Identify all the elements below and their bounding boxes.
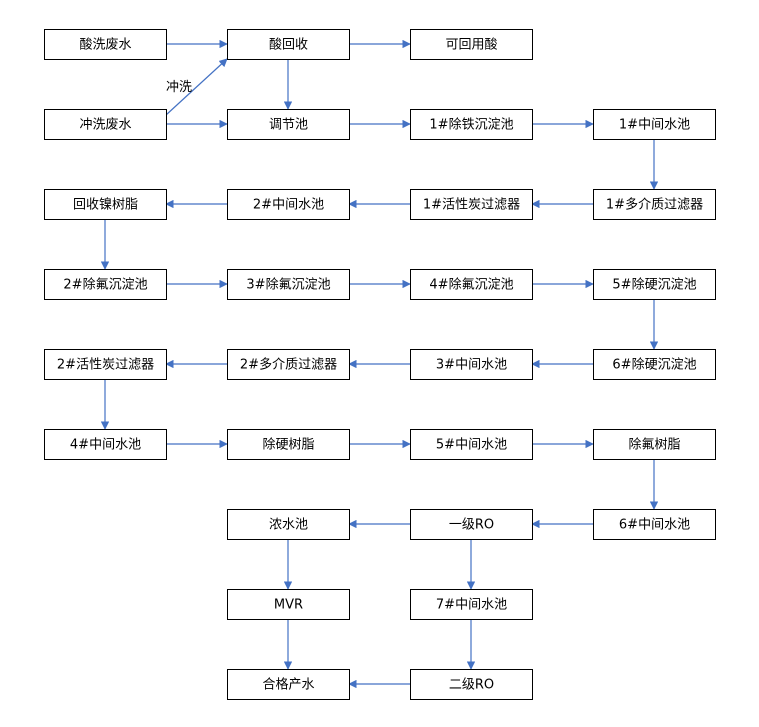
node-fluoride-removal-resin: 除氟树脂 [593, 429, 716, 460]
node-box [227, 589, 350, 620]
node-label: 1#活性炭过滤器 [423, 198, 520, 213]
node-label: 1#中间水池 [619, 118, 690, 133]
node-box [44, 269, 167, 300]
node-regulating-tank: 调节池 [227, 109, 350, 140]
node-acid-wastewater: 酸洗废水 [44, 29, 167, 60]
node-fluoride-removal-tank-2: 2#除氟沉淀池 [44, 269, 167, 300]
node-label: 可回用酸 [445, 38, 497, 53]
node-intermediate-tank-6: 6#中间水池 [593, 509, 716, 540]
node-acid-recovery: 酸回收 [227, 29, 350, 60]
node-box [593, 109, 716, 140]
node-box [227, 429, 350, 460]
node-box [410, 349, 533, 380]
node-label: 除氟树脂 [628, 438, 680, 453]
node-label: 2#中间水池 [253, 198, 324, 213]
node-box [44, 349, 167, 380]
node-box [44, 189, 167, 220]
node-label: 3#除氟沉淀池 [246, 278, 330, 293]
node-nickel-recovery-resin: 回收镍树脂 [44, 189, 167, 220]
node-label: 2#多介质过滤器 [240, 357, 337, 373]
node-label: 酸洗废水 [79, 37, 131, 53]
node-label: 酸回收 [269, 38, 308, 53]
node-fluoride-removal-tank-3: 3#除氟沉淀池 [227, 269, 350, 300]
node-intermediate-tank-5: 5#中间水池 [410, 429, 533, 460]
node-multimedia-filter-2: 2#多介质过滤器 [227, 349, 350, 380]
node-box [227, 349, 350, 380]
node-label: 2#除氟沉淀池 [63, 278, 147, 293]
node-box [227, 109, 350, 140]
node-box [410, 269, 533, 300]
node-box [44, 429, 167, 460]
node-multimedia-filter-1: 1#多介质过滤器 [593, 189, 716, 220]
node-label: 5#中间水池 [436, 438, 507, 453]
node-label: 冲洗废水 [79, 117, 131, 133]
edge-label: 冲洗 [166, 80, 192, 95]
node-label: 回收镍树脂 [73, 198, 138, 213]
node-intermediate-tank-4: 4#中间水池 [44, 429, 167, 460]
node-label: 6#中间水池 [619, 518, 690, 533]
node-label: 除硬树脂 [262, 438, 314, 453]
node-box [410, 429, 533, 460]
node-label: 一级RO [449, 518, 494, 533]
node-label: 调节池 [269, 118, 308, 133]
node-box [44, 109, 167, 140]
node-box [410, 589, 533, 620]
node-box [227, 269, 350, 300]
node-label: 二级RO [449, 678, 494, 693]
node-box [44, 29, 167, 60]
node-label: 7#中间水池 [436, 598, 507, 613]
node-hardness-removal-tank-6: 6#除硬沉淀池 [593, 349, 716, 380]
node-intermediate-tank-7: 7#中间水池 [410, 589, 533, 620]
node-primary-ro: 一级RO [410, 509, 533, 540]
node-box [227, 29, 350, 60]
node-label: 5#除硬沉淀池 [612, 278, 696, 293]
node-box [227, 189, 350, 220]
node-qualified-water: 合格产水 [227, 669, 350, 700]
node-box [410, 109, 533, 140]
node-intermediate-tank-1: 1#中间水池 [593, 109, 716, 140]
node-hardness-removal-resin: 除硬树脂 [227, 429, 350, 460]
node-fluoride-removal-tank-4: 4#除氟沉淀池 [410, 269, 533, 300]
node-label: 2#活性炭过滤器 [57, 358, 154, 373]
node-box [593, 429, 716, 460]
node-label: 3#中间水池 [436, 358, 507, 373]
node-box [227, 509, 350, 540]
node-box [593, 189, 716, 220]
node-box [410, 29, 533, 60]
node-label: 合格产水 [262, 677, 314, 693]
node-rinse-wastewater: 冲洗废水 [44, 109, 167, 140]
node-box [227, 669, 350, 700]
node-box [593, 509, 716, 540]
node-label: 6#除硬沉淀池 [612, 358, 696, 373]
node-mvr: MVR [227, 589, 350, 620]
node-iron-removal-tank-1: 1#除铁沉淀池 [410, 109, 533, 140]
node-concentrate-tank: 浓水池 [227, 509, 350, 540]
node-label: 1#多介质过滤器 [606, 197, 703, 213]
node-label: 4#中间水池 [70, 438, 141, 453]
node-secondary-ro: 二级RO [410, 669, 533, 700]
node-label: 1#除铁沉淀池 [429, 118, 513, 133]
node-recyclable-acid: 可回用酸 [410, 29, 533, 60]
node-activated-carbon-filter-1: 1#活性炭过滤器 [410, 189, 533, 220]
edge-rinse-wastewater-to-acid-recovery [165, 58, 228, 116]
node-label: 浓水池 [269, 518, 308, 533]
node-box [593, 269, 716, 300]
node-activated-carbon-filter-2: 2#活性炭过滤器 [44, 349, 167, 380]
node-box [593, 349, 716, 380]
node-box [410, 189, 533, 220]
node-box [410, 509, 533, 540]
node-box [410, 669, 533, 700]
node-hardness-removal-tank-5: 5#除硬沉淀池 [593, 269, 716, 300]
node-intermediate-tank-3: 3#中间水池 [410, 349, 533, 380]
node-label: MVR [274, 598, 303, 613]
node-label: 4#除氟沉淀池 [429, 278, 513, 293]
node-intermediate-tank-2: 2#中间水池 [227, 189, 350, 220]
